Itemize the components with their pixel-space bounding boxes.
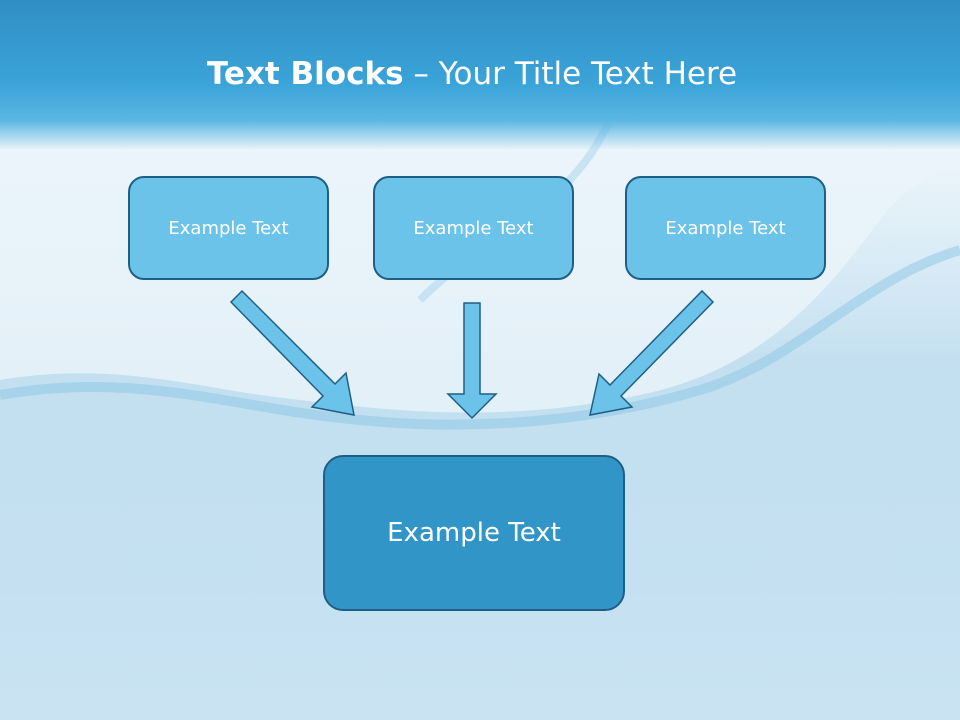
text-block-1[interactable]: Example Text <box>128 176 329 280</box>
slide-title: Text Blocks – Your Title Text Here <box>0 52 944 96</box>
text-block-1-label: Example Text <box>168 217 289 239</box>
main-text-block[interactable]: Example Text <box>323 455 625 611</box>
text-block-3[interactable]: Example Text <box>625 176 826 280</box>
title-regular-part: – Your Title Text Here <box>403 56 738 92</box>
title-band <box>0 0 960 150</box>
text-block-3-label: Example Text <box>665 217 786 239</box>
arrow-center <box>446 302 498 420</box>
text-block-2-label: Example Text <box>413 217 534 239</box>
arrow-right <box>589 289 715 416</box>
text-block-2[interactable]: Example Text <box>373 176 574 280</box>
title-bold-part: Text Blocks <box>206 56 404 92</box>
arrow-left <box>229 289 355 416</box>
main-text-block-label: Example Text <box>387 518 561 548</box>
